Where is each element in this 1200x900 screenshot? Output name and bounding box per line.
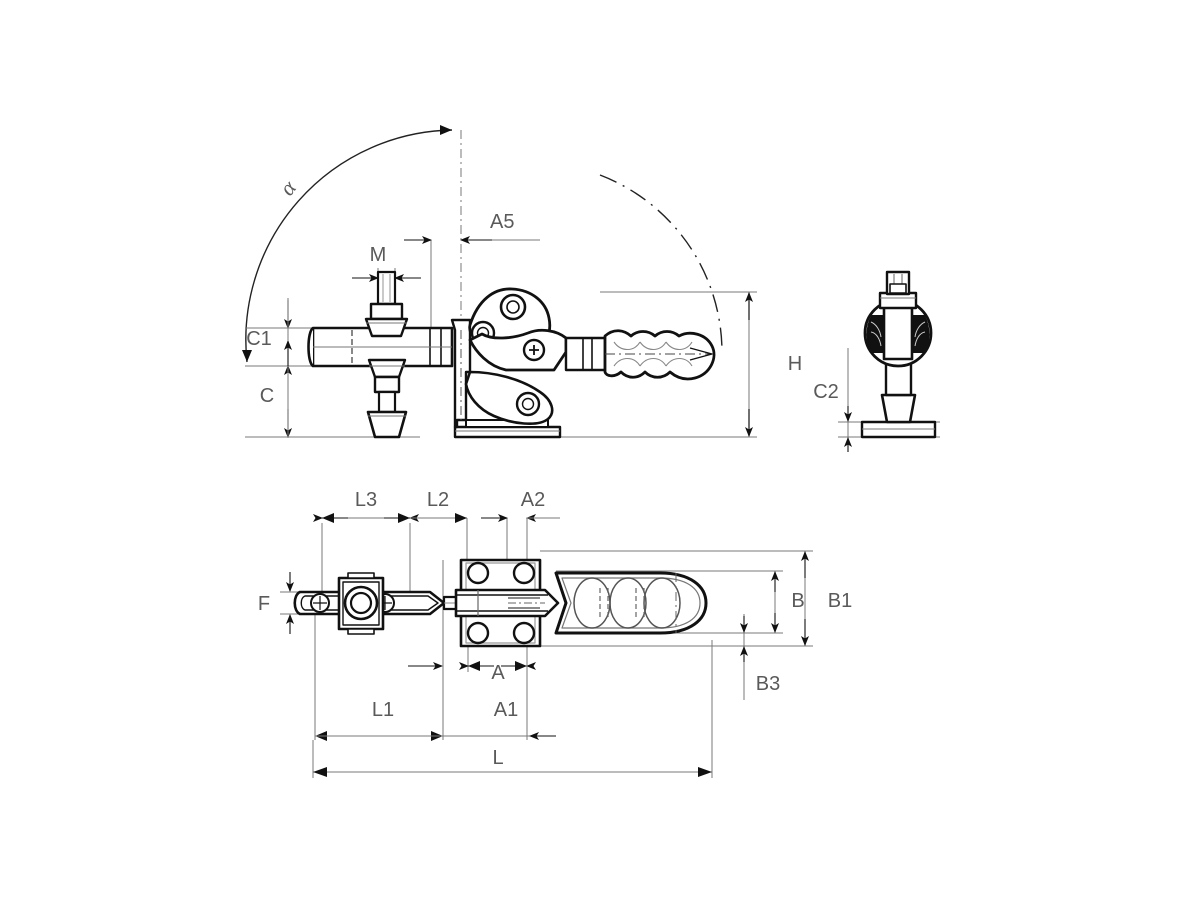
handle-grip xyxy=(603,329,716,381)
handle-travel-arc xyxy=(599,174,723,353)
end-elevation-view: C2 xyxy=(813,270,940,452)
clamp-end-geometry xyxy=(860,270,937,439)
plan-view: L3 L2 A2 xyxy=(258,489,852,778)
upper-clamping-screw xyxy=(364,270,409,338)
plan-hex-nut xyxy=(337,572,385,635)
lower-clamping-screw xyxy=(366,358,408,439)
dimension-l3: L3 xyxy=(313,489,419,592)
alpha-swing-arc xyxy=(242,125,453,363)
spindle-bar xyxy=(307,326,454,368)
dimension-label-a: A xyxy=(491,662,505,684)
end-top-stud xyxy=(885,270,911,296)
clamp-side-geometry xyxy=(307,270,716,439)
linkage-lower-arm xyxy=(464,370,554,425)
dimension-label-c1: C1 xyxy=(246,328,272,350)
dimension-label-b: B xyxy=(791,590,804,612)
dimension-a1: A1 xyxy=(408,560,518,740)
end-rubber-tip xyxy=(880,393,917,424)
clamp-body-bracket xyxy=(450,318,472,429)
dimension-label-b1: B1 xyxy=(828,590,852,612)
dimension-l: L xyxy=(312,640,713,778)
dimension-label-l2: L2 xyxy=(427,489,449,511)
dimension-l1: L1 xyxy=(314,592,556,741)
dimension-label-l1: L1 xyxy=(372,699,394,721)
dimension-label-l3: L3 xyxy=(355,489,377,511)
clamp-plan-geometry xyxy=(293,558,708,648)
end-center-bar xyxy=(882,305,914,361)
end-nut xyxy=(878,291,918,310)
handle-shank xyxy=(564,336,607,372)
dimension-label-l: L xyxy=(492,747,503,769)
dimension-h: H xyxy=(455,291,802,438)
dimension-label-h: H xyxy=(788,353,802,375)
plan-body-arm xyxy=(454,588,560,618)
dimension-a5: A5 xyxy=(404,130,540,400)
dimension-label-c2: C2 xyxy=(813,381,839,403)
dimension-label-b3: B3 xyxy=(756,673,780,695)
dimension-label-a2: A2 xyxy=(521,489,545,511)
dimension-label-a1: A1 xyxy=(494,699,518,721)
dimension-label-c: C xyxy=(260,385,274,407)
side-elevation-view: A5 M α C1 xyxy=(242,125,802,439)
dimension-label-m: M xyxy=(370,244,387,266)
end-base-plate xyxy=(860,420,937,439)
dimension-label-a5: A5 xyxy=(490,211,514,233)
plan-handle-grip xyxy=(554,571,708,635)
dimension-l2: L2 xyxy=(410,489,468,560)
dimension-c2: C2 xyxy=(813,348,940,452)
lever-body xyxy=(468,328,568,372)
dimension-label-f: F xyxy=(258,593,270,615)
